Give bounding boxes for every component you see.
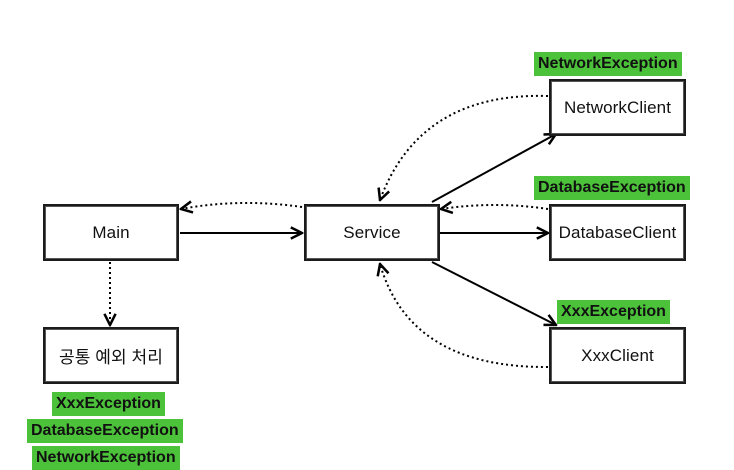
common-exception-handler-label: 공통 예외 처리 [58, 348, 164, 367]
network-client-node-label: NetworkClient [563, 97, 672, 117]
xxx-exception-tag: XxxException [557, 300, 670, 324]
dotted-arrow-xxx-client-to-service [380, 264, 549, 369]
main-node: Main [43, 204, 179, 261]
main-node-label: Main [92, 222, 130, 242]
handled-exception-tag-database: DatabaseException [27, 419, 183, 443]
service-node: Service [304, 204, 440, 261]
database-client-node-label: DatabaseClient [558, 222, 677, 242]
service-node-label: Service [343, 222, 401, 242]
handled-exception-tag-network: NetworkException [32, 446, 180, 470]
arrow-service-to-network-client [431, 134, 556, 203]
network-exception-tag: NetworkException [534, 52, 682, 76]
xxx-client-node: XxxClient [549, 327, 686, 384]
xxx-client-node-label: XxxClient [581, 345, 654, 365]
database-client-node: DatabaseClient [549, 204, 686, 261]
database-exception-tag: DatabaseException [534, 176, 690, 200]
handled-exception-tag-xxx: XxxException [52, 392, 165, 416]
network-client-node: NetworkClient [549, 79, 686, 136]
arrow-service-to-xxx-client [431, 261, 556, 325]
common-exception-handler-node: 공통 예외 처리 [43, 327, 179, 384]
dotted-arrow-network-client-to-service [380, 94, 549, 200]
dotted-arrow-database-client-to-service [441, 205, 549, 209]
dotted-arrow-service-to-main [181, 203, 303, 209]
